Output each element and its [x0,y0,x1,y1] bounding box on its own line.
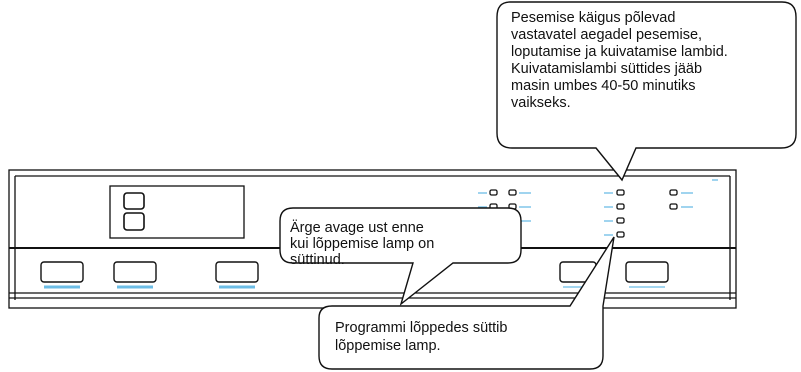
callout-line: Kuivatamislambi süttides jääb [511,61,702,77]
callout-line: Ärge avage ust enne [290,219,424,236]
callout-end-lamp: Programmi lõppedes süttib lõppemise lamp… [318,236,615,370]
rinse-lamp [616,203,625,210]
panel-buttons [40,261,669,283]
callout-line: loputamise ja kuivatamise lambid. [511,44,728,60]
callout-line: süttinud. [290,252,345,268]
callout-line: vastavatel aegadel pesemise, [511,27,702,43]
digital-display [109,185,245,239]
callout-bubble [496,1,797,182]
panel-button-1[interactable] [40,261,84,283]
callout-bubble [279,207,522,306]
end-lamp [616,231,625,238]
seven-segment-digit [123,192,145,231]
indicator-lamp [508,189,517,196]
indicator-lamp [489,189,498,196]
wash-lamp [616,189,625,196]
callout-line: Programmi lõppedes süttib [335,320,507,336]
panel-button-5[interactable] [625,261,669,283]
callout-bubble [318,236,615,370]
dry-lamp [616,217,625,224]
panel-button-2[interactable] [113,261,157,283]
panel-button-3[interactable] [215,261,259,283]
callout-line: kui lõppemise lamp on [290,236,434,252]
callout-line: Pesemise käigus põlevad [511,10,675,26]
indicator-lamp [669,203,678,210]
callout-wash-cycle-lamps: Pesemise käigus põlevad vastavatel aegad… [496,1,797,182]
callout-do-not-open-door: Ärge avage ust enne kui lõppemise lamp o… [279,207,522,306]
callout-line: masin umbes 40-50 minutiks [511,78,696,94]
callout-line: lõppemise lamp. [335,338,441,354]
indicator-lamp [669,189,678,196]
callout-line: vaikseks. [511,95,571,111]
display-window [109,185,245,239]
